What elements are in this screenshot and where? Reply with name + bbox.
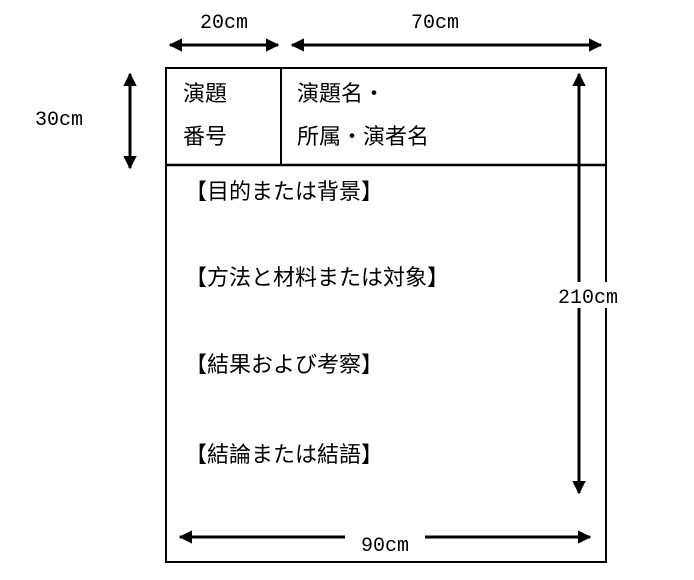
poster-frame	[165, 67, 607, 563]
section-methods: 【方法と材料または対象】	[185, 266, 449, 291]
header-title-line1: 演題名・	[297, 82, 385, 107]
header-title-line2: 所属・演者名	[297, 125, 429, 150]
header-number-line2: 番号	[183, 125, 227, 150]
label-90cm: 90cm	[361, 535, 409, 558]
section-results: 【結果および考察】	[185, 353, 383, 378]
section-purpose: 【目的または背景】	[185, 180, 383, 205]
label-210cm: 210cm	[558, 287, 618, 310]
section-conclusion: 【結論または結語】	[185, 443, 383, 468]
label-20cm: 20cm	[200, 12, 248, 35]
header-number-line1: 演題	[183, 82, 227, 107]
label-70cm: 70cm	[411, 12, 459, 35]
label-30cm: 30cm	[35, 109, 83, 132]
